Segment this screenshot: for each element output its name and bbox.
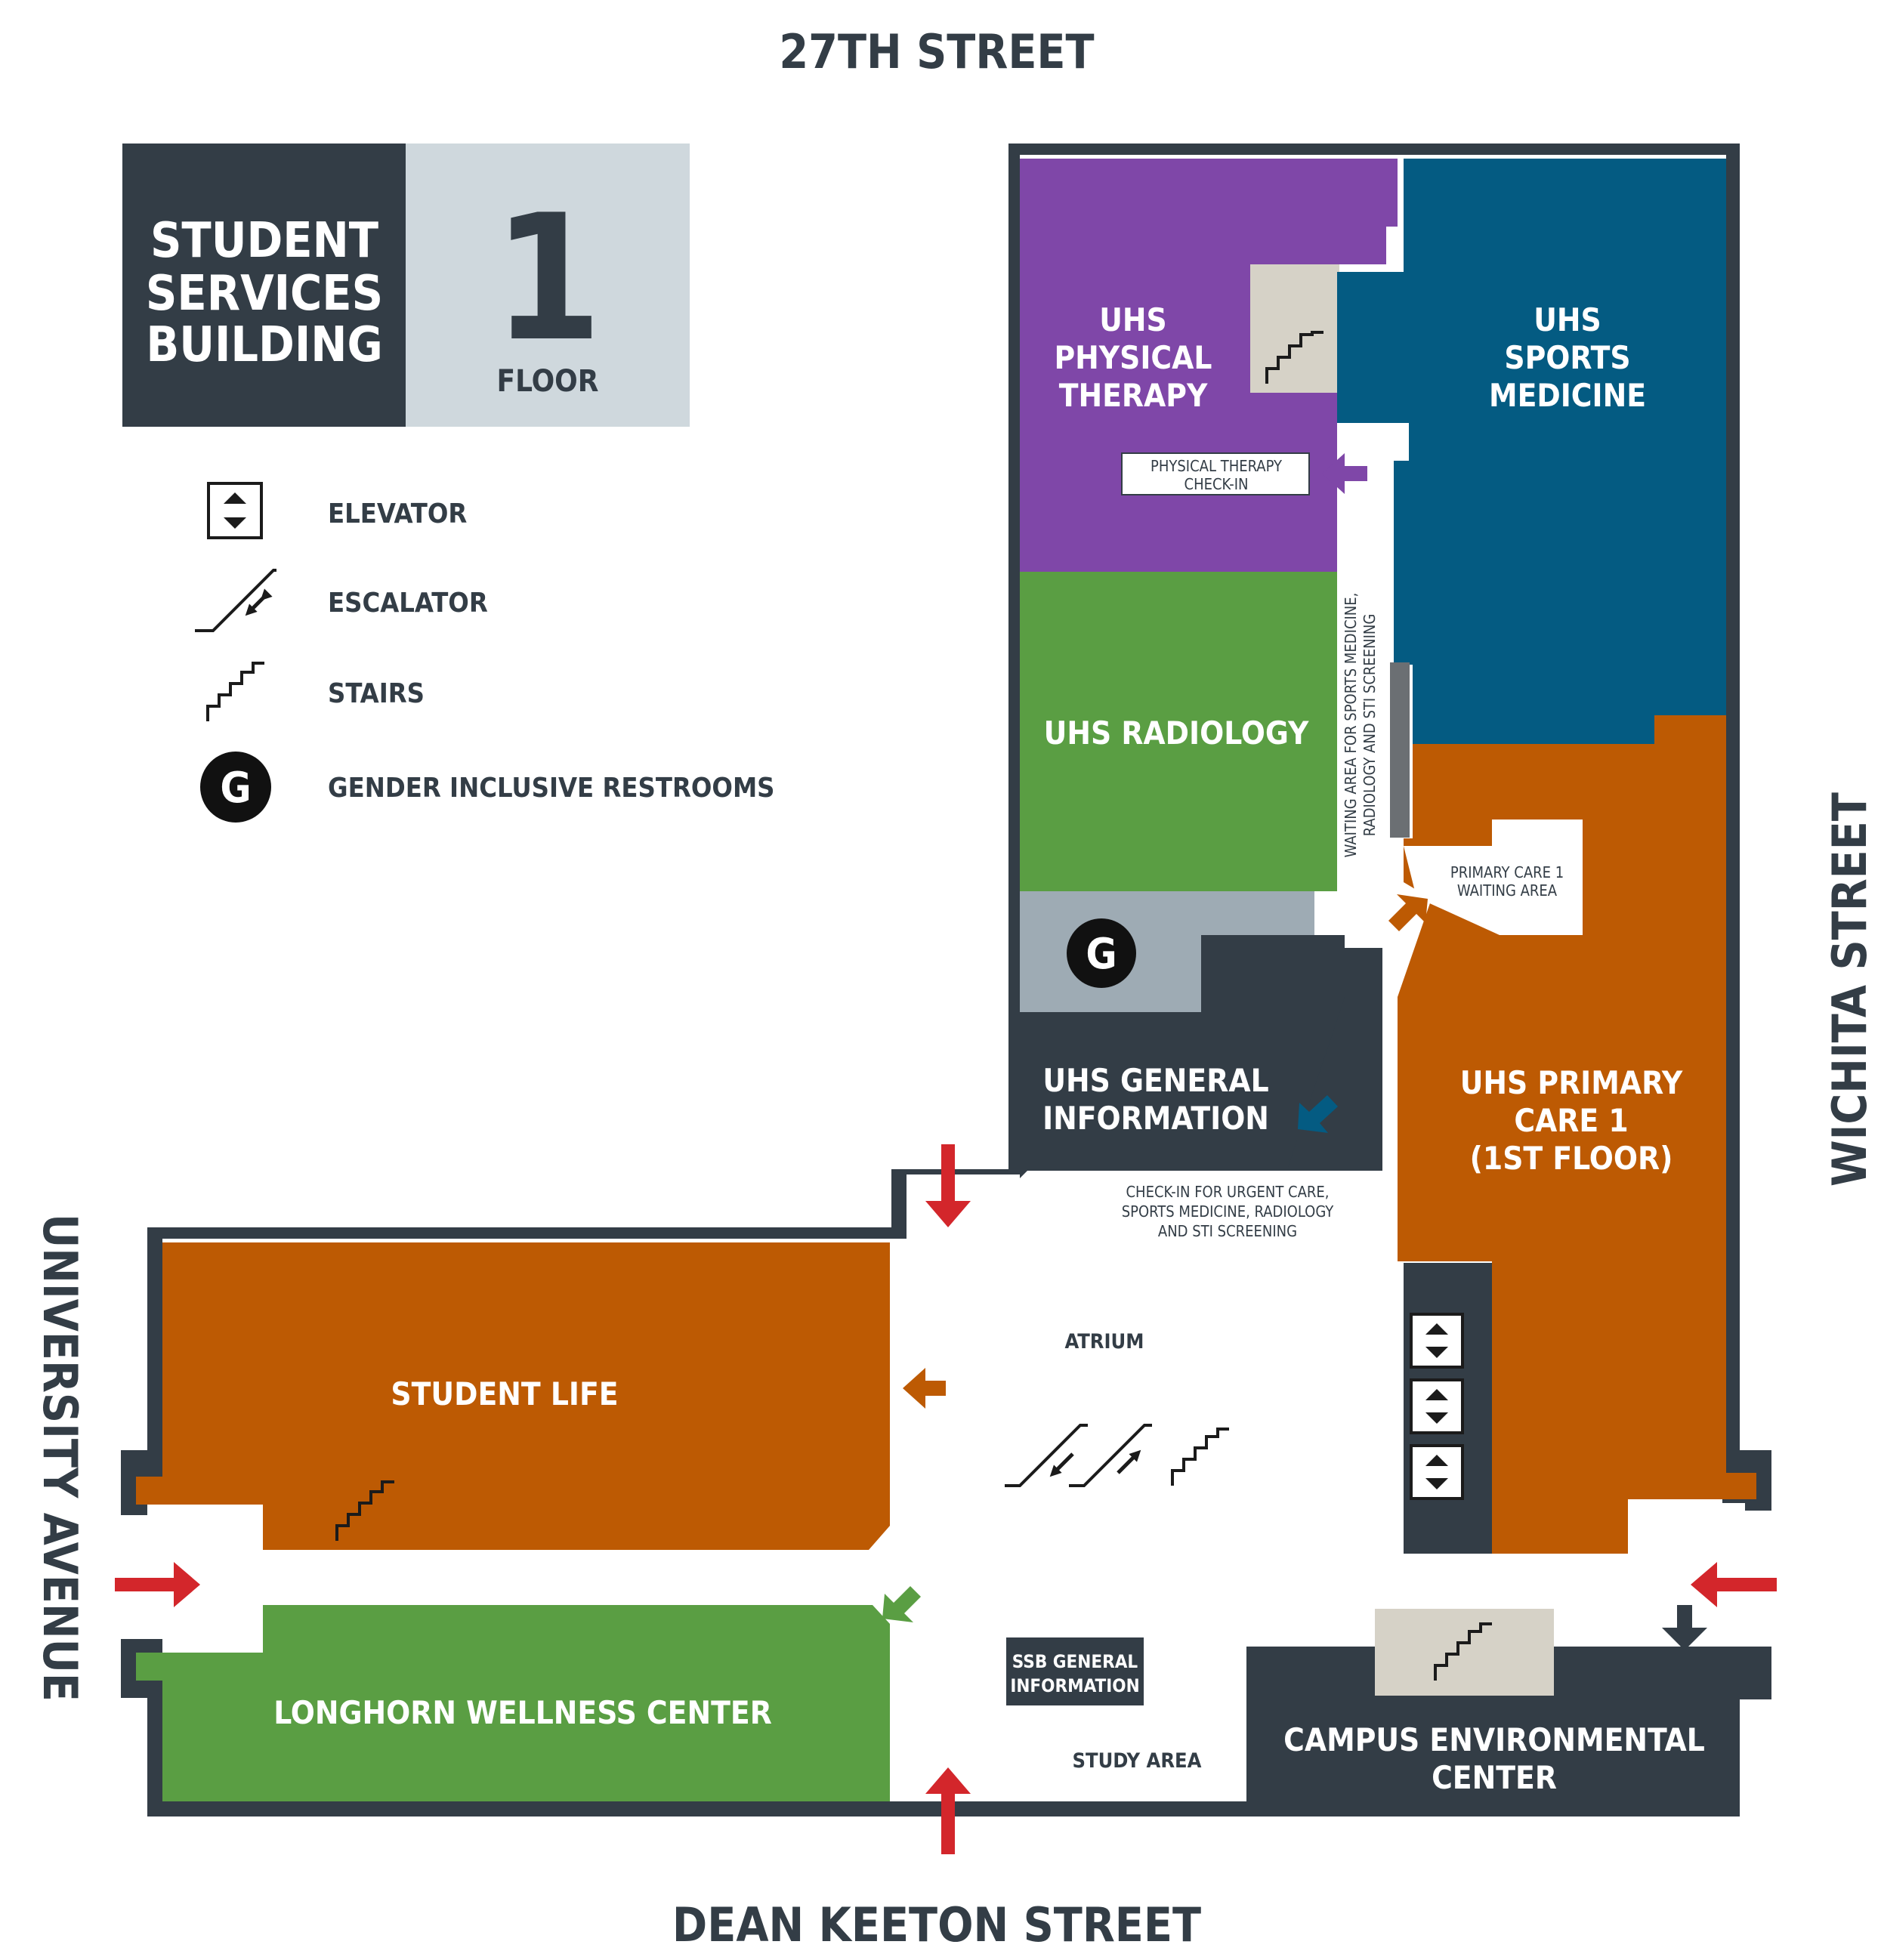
primary-waiting-line2: WAITING AREA: [1457, 881, 1558, 900]
legend-label-restrooms: GENDER INCLUSIVE RESTROOMS: [328, 773, 775, 804]
room-label-environmental-1: CAMPUS ENVIRONMENTAL: [1283, 1721, 1705, 1758]
legend-label-elevator: ELEVATOR: [328, 498, 467, 529]
room-label-radiology: UHS RADIOLOGY: [1044, 715, 1309, 752]
entrance-arrow-icon-south: [925, 1767, 971, 1854]
room-label-sports-medicine-2: SPORTS: [1504, 339, 1630, 376]
arrow-icon-physical-therapy: [1322, 453, 1367, 494]
arrow-icon-urgent-checkin: [1298, 1095, 1338, 1133]
street-west-label: UNIVERSITY AVENUE: [32, 1214, 88, 1702]
escalator-icon: [1005, 1424, 1088, 1487]
waiting-area-label-1: WAITING AREA FOR SPORTS MEDICINE,: [1342, 593, 1360, 858]
room-campus-environmental[interactable]: CAMPUS ENVIRONMENTAL CENTER: [1258, 1609, 1737, 1813]
urgent-checkin-line1: CHECK-IN FOR URGENT CARE,: [1126, 1183, 1329, 1201]
title-block: STUDENT SERVICES BUILDING 1 FLOOR: [122, 144, 690, 427]
room-label-primary-care-2: CARE 1: [1514, 1102, 1628, 1139]
stair-room-south: [1375, 1609, 1554, 1696]
room-radiology[interactable]: UHS RADIOLOGY: [1020, 572, 1337, 891]
urgent-checkin-line2: SPORTS MEDICINE, RADIOLOGY: [1122, 1202, 1335, 1221]
legend: ELEVATOR ESCALATOR STAIRS G GENDER INCLU…: [195, 482, 775, 823]
restroom-icon-glyph: G: [220, 764, 251, 813]
escalator-icon: [1069, 1424, 1152, 1487]
building-title-line1: STUDENT: [150, 213, 378, 269]
room-sports-medicine[interactable]: UHS SPORTS MEDICINE: [1337, 159, 1726, 761]
restroom-area[interactable]: G: [1020, 891, 1314, 1012]
room-label-student-life: STUDENT LIFE: [391, 1375, 618, 1412]
street-north-label: 27TH STREET: [779, 24, 1094, 79]
room-label-environmental-2: CENTER: [1432, 1759, 1557, 1796]
arrow-icon-longhorn-wellness: [882, 1586, 921, 1622]
room-label-primary-care-3: (1ST FLOOR): [1470, 1140, 1673, 1177]
stair-room-north: [1250, 264, 1339, 393]
stairs-icon: [1434, 1622, 1492, 1681]
gender-inclusive-restroom-icon: G: [200, 752, 271, 823]
room-label-sports-medicine-1: UHS: [1534, 301, 1601, 338]
room-label-uhs-info-1: UHS GENERAL: [1042, 1062, 1268, 1099]
elevator-icon: [1410, 1378, 1464, 1434]
restroom-glyph: G: [1086, 930, 1117, 979]
arrow-icon-student-life: [903, 1368, 946, 1409]
floor-number: 1: [493, 178, 602, 380]
elevator-bank[interactable]: [1404, 1263, 1492, 1554]
escalator-icon: [195, 569, 276, 632]
room-label-physical-therapy-3: THERAPY: [1059, 377, 1208, 414]
room-label-physical-therapy-2: PHYSICAL: [1055, 339, 1212, 376]
room-longhorn-wellness[interactable]: LONGHORN WELLNESS CENTER: [136, 1605, 890, 1801]
elevator-icon: [207, 482, 263, 539]
room-label-uhs-info-2: INFORMATION: [1042, 1100, 1269, 1137]
gender-inclusive-restroom-icon: [1067, 918, 1136, 988]
pt-checkin-line2: CHECK-IN: [1185, 475, 1249, 493]
room-primary-care[interactable]: PRIMARY CARE 1 WAITING AREA UHS PRIMARY …: [1398, 715, 1756, 1554]
waiting-bench: [1390, 662, 1410, 838]
room-label-physical-therapy-1: UHS: [1099, 301, 1167, 338]
urgent-checkin-line3: AND STI SCREENING: [1158, 1222, 1297, 1240]
street-south-label: DEAN KEETON STREET: [672, 1897, 1201, 1952]
ssb-info-line2: INFORMATION: [1010, 1675, 1139, 1696]
room-student-life[interactable]: STUDENT LIFE: [136, 1242, 890, 1550]
legend-label-stairs: STAIRS: [328, 678, 425, 709]
primary-waiting-line1: PRIMARY CARE 1: [1450, 863, 1564, 881]
entrance-arrow-icon-east: [1691, 1562, 1777, 1607]
stairs-icon: [1265, 331, 1323, 384]
room-label-longhorn-wellness: LONGHORN WELLNESS CENTER: [273, 1694, 772, 1731]
arrow-icon-environmental-exit: [1662, 1605, 1707, 1650]
building-title-line3: BUILDING: [146, 317, 382, 373]
stairs-icon: [1171, 1428, 1229, 1486]
entrance-arrow-icon-west: [115, 1562, 200, 1607]
entrance-arrows: [115, 1144, 1777, 1854]
street-east-label: WICHITA STREET: [1822, 792, 1877, 1187]
arrow-icon-primary-care: [1388, 894, 1428, 931]
room-label-primary-care-1: UHS PRIMARY: [1460, 1064, 1683, 1101]
ssb-general-information[interactable]: SSB GENERAL INFORMATION: [1006, 1637, 1144, 1705]
atrium-label: ATRIUM: [1065, 1330, 1144, 1353]
study-area-label: STUDY AREA: [1073, 1749, 1202, 1773]
uhs-general-information[interactable]: UHS GENERAL INFORMATION: [1020, 935, 1345, 1167]
stairs-icon: [206, 662, 264, 721]
elevator-icon: [1410, 1444, 1464, 1500]
stairs-icon: [335, 1480, 394, 1541]
pt-checkin-sign: PHYSICAL THERAPY CHECK-IN: [1121, 452, 1310, 495]
floor-label: FLOOR: [497, 364, 599, 399]
room-label-sports-medicine-3: MEDICINE: [1489, 377, 1646, 414]
building-title-line2: SERVICES: [146, 266, 383, 322]
elevator-icon: [1410, 1313, 1464, 1369]
legend-label-escalator: ESCALATOR: [328, 588, 488, 619]
pt-checkin-line1: PHYSICAL THERAPY: [1151, 457, 1283, 475]
waiting-area-label-2: RADIOLOGY AND STI SCREENING: [1361, 614, 1379, 837]
entrance-arrow-icon-north: [925, 1144, 971, 1227]
ssb-info-line1: SSB GENERAL: [1012, 1651, 1138, 1672]
